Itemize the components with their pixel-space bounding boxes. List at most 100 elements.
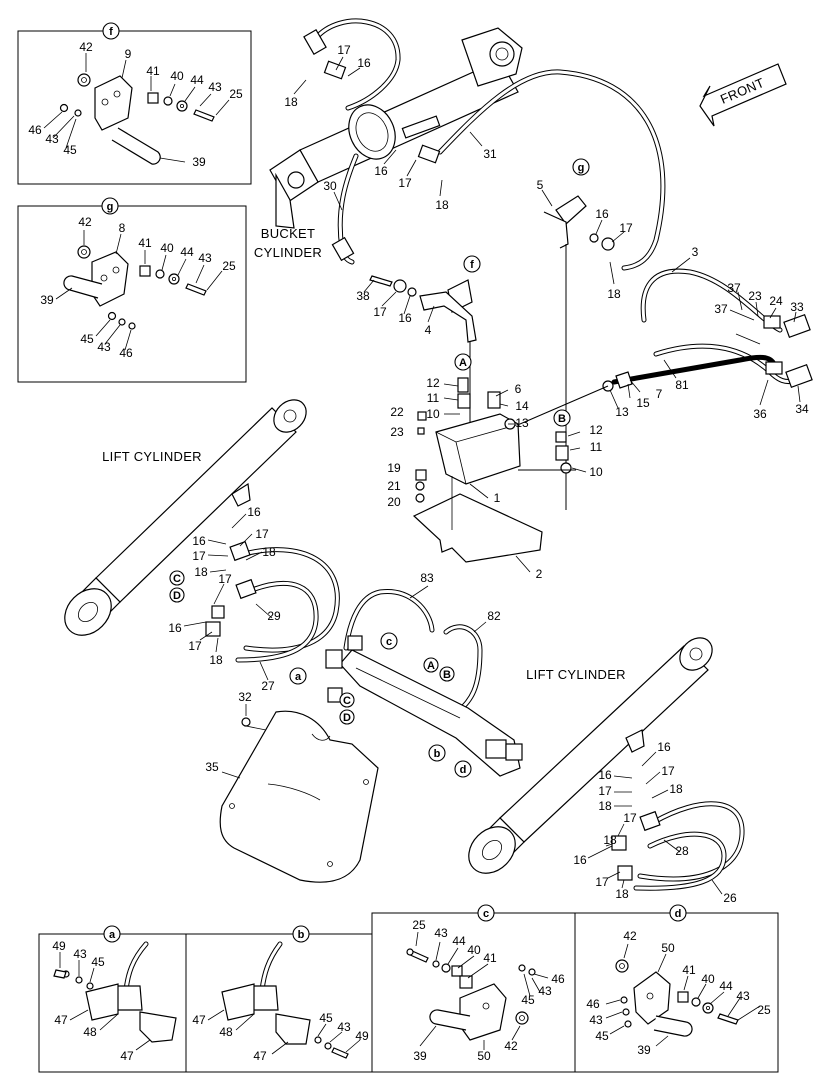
- label-17: 17: [595, 875, 609, 889]
- label-41: 41: [138, 236, 152, 250]
- label-16: 16: [595, 207, 609, 221]
- label-10: 10: [589, 465, 603, 479]
- label-2: 2: [536, 567, 543, 581]
- label-25: 25: [222, 259, 236, 273]
- label-5: 5: [537, 178, 544, 192]
- label-46: 46: [586, 997, 600, 1011]
- label-27: 27: [261, 679, 275, 693]
- inset-g-tag: [101, 197, 119, 215]
- label-26: 26: [723, 891, 737, 905]
- label-17: 17: [619, 221, 633, 235]
- label-20: 20: [387, 495, 401, 509]
- label-43: 43: [198, 251, 212, 265]
- label-42: 42: [504, 1039, 518, 1053]
- label-48: 48: [219, 1025, 233, 1039]
- caption-lift-cylinder-left: LIFT CYLINDER: [102, 449, 202, 464]
- label-16: 16: [357, 56, 371, 70]
- label-43: 43: [589, 1013, 603, 1027]
- label-17: 17: [337, 43, 351, 57]
- label-11: 11: [590, 440, 603, 454]
- tag-A-2-text: A: [427, 660, 435, 672]
- label-23: 23: [390, 425, 404, 439]
- inset-d: d 42 50 41 40 44 43 25 46 43 45 39: [574, 904, 779, 1073]
- right-pipes: 3 37 23 24 33 37 81 36 34: [611, 245, 813, 421]
- pipe-36: [611, 354, 777, 385]
- tag-B-2-text: B: [443, 669, 451, 681]
- tag-b: [428, 744, 446, 762]
- label-15: 15: [636, 396, 650, 410]
- label-18: 18: [209, 653, 223, 667]
- label-12: 12: [589, 423, 603, 437]
- tag-C-text: C: [173, 573, 181, 585]
- label-18: 18: [262, 545, 276, 559]
- label-45: 45: [80, 332, 94, 346]
- label-46: 46: [119, 346, 133, 360]
- label-50: 50: [477, 1049, 491, 1063]
- inset-g: g 42 8 41 40 44 43 25 39 45 43 46: [17, 197, 247, 383]
- label-43: 43: [45, 132, 59, 146]
- tag-C-2-text: C: [343, 695, 351, 707]
- label-44: 44: [719, 979, 733, 993]
- label-46: 46: [28, 123, 42, 137]
- inset-f-frame: [17, 30, 252, 185]
- label-42: 42: [79, 40, 93, 54]
- label-28: 28: [675, 844, 689, 858]
- label-32: 32: [238, 690, 252, 704]
- label-16: 16: [247, 505, 261, 519]
- label-47: 47: [120, 1049, 134, 1063]
- label-18: 18: [598, 799, 612, 813]
- label-48: 48: [83, 1025, 97, 1039]
- lift-cylinder-left-eye: [64, 588, 112, 636]
- upper-callouts: 17 16 18 31 30 16 17 18 g 5 16 17 18: [284, 43, 633, 510]
- label-17: 17: [598, 784, 612, 798]
- label-10: 10: [426, 407, 440, 421]
- label-25: 25: [229, 87, 243, 101]
- label-39: 39: [40, 293, 54, 307]
- tag-A-2: [423, 657, 439, 673]
- label-44: 44: [180, 245, 194, 259]
- label-12: 12: [426, 376, 440, 390]
- label-39: 39: [637, 1043, 651, 1057]
- bucket-hoses: [303, 18, 666, 271]
- label-17: 17: [373, 305, 387, 319]
- tag-d-text: d: [460, 764, 467, 776]
- label-47: 47: [192, 1013, 206, 1027]
- tag-B: [553, 409, 571, 427]
- label-44: 44: [190, 73, 204, 87]
- label-1: 1: [494, 491, 501, 505]
- inset-b-frame: [185, 933, 373, 1073]
- label-41: 41: [682, 963, 696, 977]
- label-36: 36: [753, 407, 767, 421]
- label-19: 19: [387, 461, 401, 475]
- inset-g-tag-text: g: [107, 201, 114, 213]
- label-31: 31: [483, 147, 497, 161]
- label-40: 40: [160, 241, 174, 255]
- adapter-33: [783, 313, 811, 339]
- label-37: 37: [727, 281, 741, 295]
- label-41: 41: [483, 951, 497, 965]
- inset-f: f 42 9 41 40 44 43 25 46 43 45 39: [17, 22, 252, 185]
- label-39: 39: [192, 155, 206, 169]
- label-22: 22: [390, 405, 404, 419]
- tag-A-text: A: [459, 357, 467, 369]
- tag-A: [454, 353, 472, 371]
- label-43: 43: [434, 926, 448, 940]
- washer-part: [77, 73, 91, 87]
- label-17: 17: [661, 764, 675, 778]
- label-7: 7: [656, 387, 663, 401]
- label-16: 16: [598, 768, 612, 782]
- inset-f-tag: [102, 22, 120, 40]
- label-37: 37: [714, 302, 728, 316]
- inset-c-tag-text: c: [483, 908, 489, 920]
- mounting-plate-2: [412, 493, 543, 563]
- label-21: 21: [387, 479, 401, 493]
- adapter-34: [785, 363, 813, 389]
- tag-D-text: D: [173, 590, 181, 602]
- grommet-32: [241, 717, 251, 727]
- fitting-4-group: f 38 17 16 4: [356, 255, 481, 426]
- label-8: 8: [119, 221, 126, 235]
- tag-c: [380, 632, 398, 650]
- label-11: 11: [427, 391, 440, 405]
- inset-c: c 25 43 44 40 41 46 43 45 39 50 42: [371, 904, 576, 1073]
